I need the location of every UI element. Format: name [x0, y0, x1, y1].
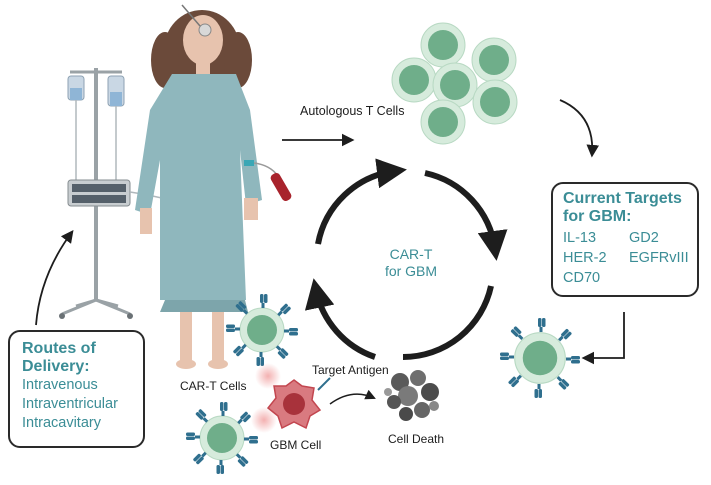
t-cell-icon	[472, 79, 518, 125]
t-cell-icon	[391, 57, 437, 103]
arrow-to-iv	[35, 229, 74, 326]
arrow-to-car-t	[581, 312, 625, 365]
targets-title-line1: Current Targets	[563, 190, 682, 207]
cart-center-line2: for GBM	[384, 263, 438, 279]
cart-center-label: CAR-T for GBM	[378, 246, 444, 280]
target-item: HER-2	[563, 250, 607, 266]
target-item: IL-13	[563, 230, 597, 246]
target-item: GD2	[629, 230, 659, 246]
routes-title-line2: Delivery:	[22, 358, 90, 375]
iv-pole-icon	[59, 68, 171, 319]
cart-center-line1: CAR-T	[389, 246, 433, 262]
t-cell-cluster	[391, 22, 518, 145]
gbm-cell-icon	[251, 363, 331, 433]
route-item: Intravenous	[22, 377, 98, 393]
arrow-to-cell-death	[329, 389, 376, 405]
t-cell-icon	[471, 37, 517, 83]
autologous-t-cells-label: Autologous T Cells	[300, 104, 405, 118]
cart-cells-label: CAR-T Cells	[180, 379, 247, 393]
arrow-to-targets	[559, 99, 600, 158]
routes-box: Routes of Delivery: Intravenous Intraven…	[8, 330, 145, 448]
car-t-cell-icon	[186, 402, 258, 474]
target-item: CD70	[563, 270, 601, 286]
targets-title-line2: for GBM:	[563, 208, 632, 225]
target-item: EGFRvIII	[629, 250, 689, 266]
cell-death-icon	[384, 370, 439, 421]
targets-box: Current Targets for GBM: IL-13 GD2 HER-2…	[551, 182, 699, 297]
gbm-cell-label: GBM Cell	[270, 438, 322, 452]
cart-cycle	[304, 158, 508, 360]
routes-title-line1: Routes of	[22, 340, 96, 357]
car-t-cell-icon	[500, 318, 580, 398]
targets-list: IL-13 GD2 HER-2 EGFRvIII CD70	[563, 229, 689, 289]
cell-death-label: Cell Death	[388, 432, 445, 446]
car-t-cell-icon	[226, 294, 298, 366]
patient-icon	[135, 4, 292, 369]
route-item: Intracavitary	[22, 415, 101, 431]
route-item: Intraventricular	[22, 396, 118, 412]
target-antigen-label: Target Antigen	[312, 363, 389, 377]
t-cell-icon	[420, 22, 466, 68]
t-cell-icon	[420, 99, 466, 145]
